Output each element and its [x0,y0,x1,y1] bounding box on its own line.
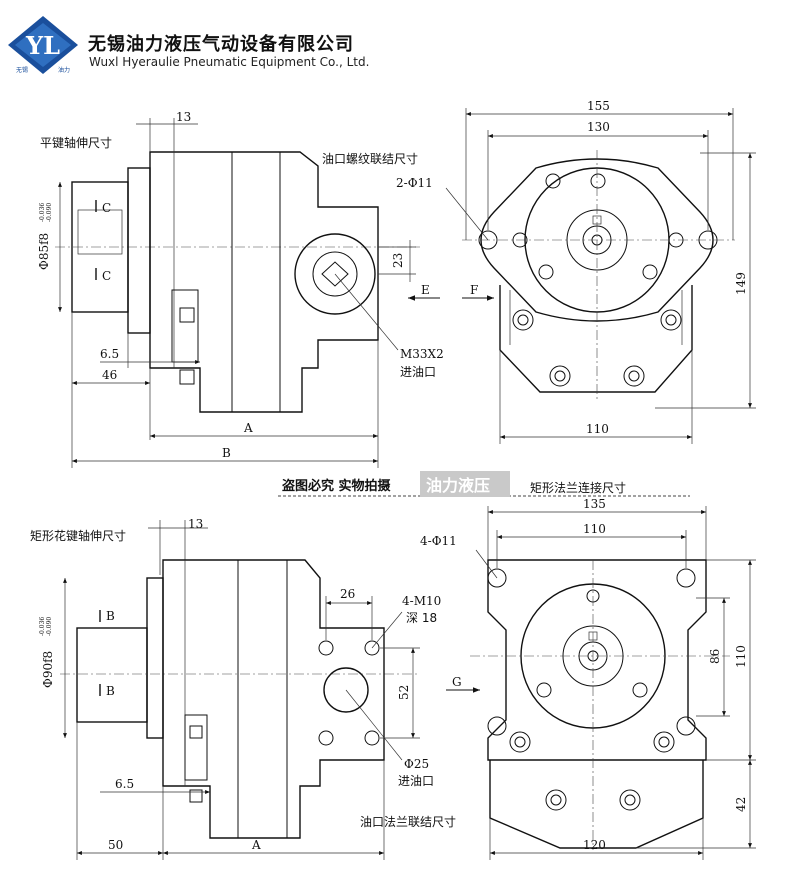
watermark: 盗图必究 实物拍摄 油力液压 [278,471,690,497]
view-g: G [452,675,462,689]
dim-13: 13 [176,110,191,124]
view-e: E [421,283,430,297]
tol-upper: -0.036 [39,203,46,222]
dim-110: 110 [586,422,609,436]
shaft-diameter: Φ85f8 [37,233,51,270]
tol-lower: -0.090 [46,203,53,222]
dim-130: 130 [587,120,610,134]
dim-135: 135 [583,497,606,511]
pump-body-bottom [162,559,385,839]
dim-110-side: 110 [734,645,748,668]
company-name-en: Wuxl Hyeraulie Pneumatic Equipment Co., … [89,55,370,69]
thread-4-m10: 4-M10 [402,594,441,608]
port-inlet: 进油口 [400,365,436,379]
section-b-bottom: B [106,684,115,698]
flange-port-title: 油口法兰联结尺寸 [360,815,456,829]
logo-text: YL [25,31,60,60]
port-inlet-bottom: 进油口 [398,774,434,788]
section-c-bottom: C [102,269,111,283]
watermark-badge-bg [420,471,510,497]
thread-depth: 深 18 [406,611,437,625]
dim-155: 155 [587,99,610,113]
pump-body [149,151,379,413]
port-thread: M33X2 [400,347,444,361]
top-side-view: 13 平键轴伸尺寸 Φ85f8 -0.036 -0.090 C C 油口螺纹联结… [37,110,444,468]
holes-2-d11: 2-Φ11 [396,176,433,190]
dim-6-5-bottom: 6.5 [115,777,134,791]
spline-diameter: Φ90f8 [41,651,55,688]
flange-bolts [512,173,684,387]
oval-flange [480,158,714,322]
dim-86: 86 [708,649,722,664]
keyed-shaft-title: 平键轴伸尺寸 [40,135,112,150]
dim-26: 26 [340,587,355,601]
dim-42: 42 [734,797,748,812]
dim-120: 120 [583,838,606,852]
logo-sub-left: 无锡 [16,66,28,74]
port-boss [294,233,376,315]
dim-52: 52 [397,685,411,700]
logo-sub-right: 油力 [58,66,70,74]
spline-shaft-title: 矩形花键轴伸尺寸 [30,528,126,543]
dim-23: 23 [391,253,405,268]
mount-flange [127,167,151,334]
dim-13-bottom: 13 [188,517,203,531]
dim-6-5: 6.5 [100,347,119,361]
dim-50: 50 [108,838,123,852]
rect-flange-title: 矩形法兰连接尺寸 [530,480,626,495]
top-front-view: 155 130 2-Φ11 F 149 110 [396,99,756,444]
thread-port-title: 油口螺纹联结尺寸 [322,152,418,166]
section-c-top: C [102,201,111,215]
holes-4-d11: 4-Φ11 [420,534,457,548]
dim-149: 149 [734,272,748,295]
dim-a-bottom: A [251,838,261,852]
spline-shaft [76,627,148,723]
dim-b: B [222,446,231,460]
port-bore [323,667,369,713]
tol-upper-b: -0.036 [39,617,46,636]
dim-a: A [243,421,253,435]
company-logo: YL 无锡 油力 [8,16,78,74]
port-diameter: Φ25 [404,757,429,771]
watermark-text: 盗图必究 实物拍摄 [282,478,392,494]
flange-bolts-bottom [509,589,675,811]
bottom-front-view: 矩形法兰连接尺寸 135 [420,480,756,860]
bottom-side-view: 矩形花键轴伸尺寸 13 B B Φ90f8 -0.036 -0.090 [30,517,456,860]
view-f: F [470,283,478,297]
header: YL 无锡 油力 无锡油力液压气动设备有限公司 Wuxl Hyeraulie P… [0,0,790,80]
watermark-badge: 油力液压 [426,476,490,495]
company-name-cn: 无锡油力液压气动设备有限公司 [88,34,354,55]
tol-lower-b: -0.090 [46,617,53,636]
dim-46: 46 [102,368,117,382]
dim-110-top: 110 [583,522,606,536]
section-b-top: B [106,609,115,623]
